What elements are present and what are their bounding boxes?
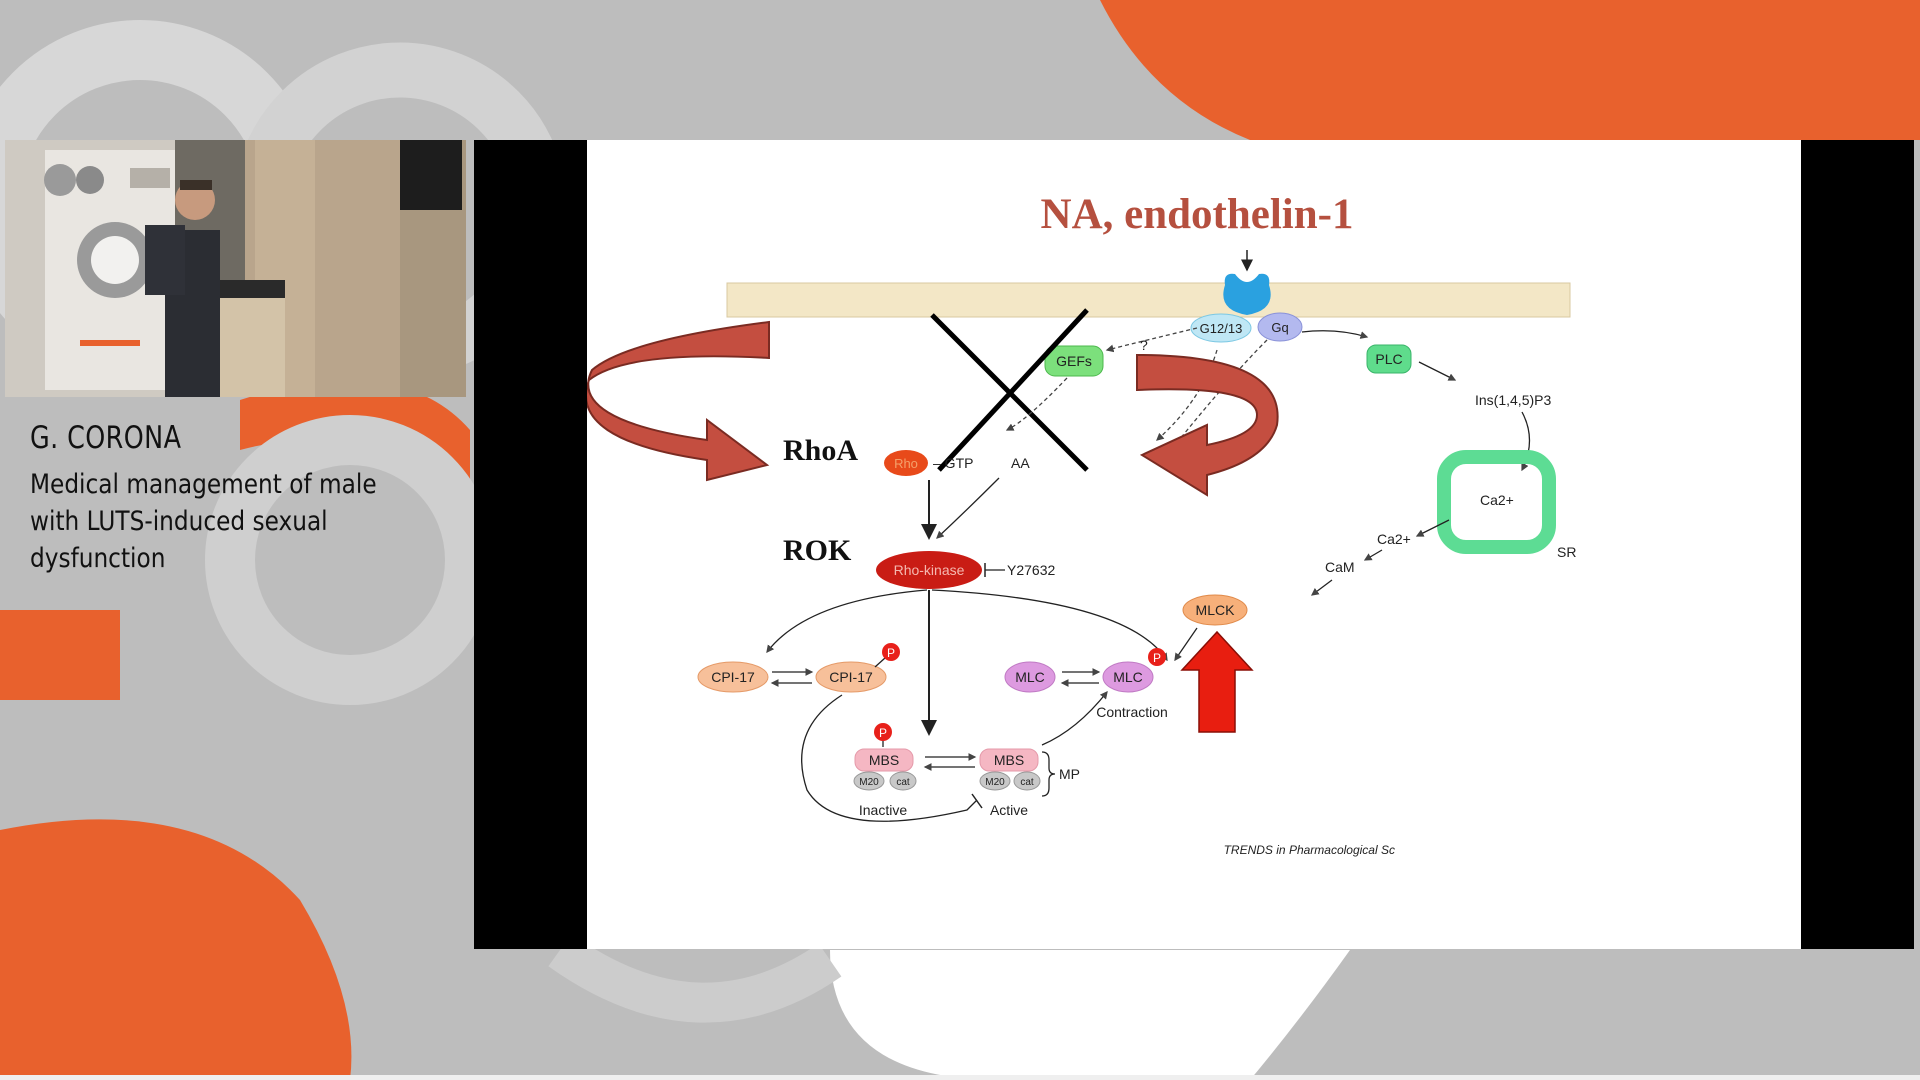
mbs-inactive-node (854, 748, 914, 772)
cpi17-label: CPI-17 (711, 669, 755, 685)
aa-label: AA (1011, 455, 1030, 471)
talk-title-line: dysfunction (30, 543, 166, 574)
sr-compartment (1437, 450, 1556, 554)
cpi17-phospho-node (815, 661, 887, 693)
talk-title-line: Medical management of male (30, 469, 377, 500)
phosphate-label: P (1153, 651, 1161, 665)
mbs-active-node (979, 748, 1039, 772)
phosphate-label: P (887, 646, 895, 660)
gefs-label: GEFs (1056, 353, 1092, 369)
arrow (936, 477, 1000, 539)
phosphate-badge (874, 723, 892, 741)
rho-label: Rho (894, 456, 918, 471)
gq-protein (1257, 312, 1303, 342)
arrow (1105, 327, 1198, 353)
gq-label: Gq (1271, 320, 1288, 335)
speaker-video (5, 140, 466, 397)
rok-label: ROK (783, 534, 852, 567)
arrow (1174, 627, 1198, 662)
inactive-label: Inactive (859, 802, 907, 818)
m20-node (979, 771, 1011, 791)
connector-line (874, 657, 886, 668)
active-label: Active (990, 802, 1028, 818)
y27632-label: Y27632 (1007, 562, 1055, 578)
arrow (1418, 361, 1457, 381)
ca-label: Ca2+ (1377, 531, 1411, 547)
arrow (1415, 519, 1450, 537)
mlck-label: MLCK (1196, 602, 1236, 618)
arrow (1363, 549, 1383, 561)
inhibit-curve (801, 694, 978, 822)
source-credit: TRENDS in Pharmacological Sc (1224, 843, 1395, 857)
shared-screen: NA, endothelin-1 G12/13 Gq GEFs ? PLC (474, 140, 1914, 949)
rhoa-label: RhoA (783, 434, 858, 467)
speaker-name: G. CORONA (30, 420, 182, 456)
sr-label: SR (1557, 544, 1576, 560)
cat-node (889, 771, 917, 791)
phosphate-badge (882, 643, 900, 661)
g1213-protein (1190, 313, 1252, 343)
increase-arrow-icon (1180, 630, 1254, 733)
mlc-label: MLC (1015, 669, 1045, 685)
inhibit-bar (971, 793, 983, 809)
g1213-label: G12/13 (1200, 321, 1243, 336)
presentation-slide: NA, endothelin-1 G12/13 Gq GEFs ? PLC (587, 140, 1801, 949)
mlck-node (1182, 594, 1248, 626)
cam-label: CaM (1325, 559, 1355, 575)
mlcp-label: MLC (1113, 669, 1143, 685)
mlc-phospho-node (1102, 661, 1154, 693)
arrow (766, 589, 928, 654)
cat-label: cat (1020, 777, 1034, 788)
receptor-icon (1223, 273, 1271, 315)
big-curved-arrow (1136, 353, 1279, 497)
ca-sr-label: Ca2+ (1480, 492, 1514, 508)
rho-kinase-node (876, 551, 982, 589)
speaker-info: G. CORONA Medical management of male wit… (30, 420, 430, 577)
m20-label: M20 (985, 777, 1005, 788)
brace (1041, 751, 1056, 797)
talk-title-line: with LUTS-induced sexual (30, 506, 328, 537)
big-curved-arrow (587, 320, 770, 482)
phosphate-label: P (879, 726, 887, 740)
mbs-inactive-label: MBS (869, 752, 899, 768)
arrow (1310, 579, 1333, 596)
question-label: ? (1140, 337, 1148, 353)
cell-membrane (726, 282, 1571, 318)
rho-node (884, 450, 928, 476)
plc-node (1366, 344, 1412, 374)
gtp-label: – GTP (933, 455, 973, 471)
talk-title: Medical management of male with LUTS-ind… (30, 466, 434, 577)
plc-label: PLC (1375, 351, 1402, 367)
cpi17-node (697, 661, 769, 693)
slide-heading: NA, endothelin-1 (1041, 191, 1354, 238)
m20-node (853, 771, 885, 791)
arrow (1041, 690, 1108, 746)
cat-label: cat (896, 777, 910, 788)
pathway-diagram: NA, endothelin-1 G12/13 Gq GEFs ? PLC (587, 191, 1576, 857)
contraction-label: Contraction (1096, 704, 1168, 720)
mlc-node (1004, 661, 1056, 693)
cpi17p-label: CPI-17 (829, 669, 873, 685)
cross-out-mark (937, 308, 1089, 472)
arrow (1005, 377, 1068, 431)
rho-kinase-label: Rho-kinase (894, 562, 965, 578)
gefs-node (1044, 345, 1104, 377)
m20-label: M20 (859, 777, 879, 788)
arrow (931, 589, 1168, 662)
arrow (1521, 411, 1531, 472)
phosphate-badge (1148, 648, 1166, 666)
mp-label: MP (1059, 766, 1080, 782)
arrow (1156, 349, 1218, 441)
cat-node (1013, 771, 1041, 791)
mbs-active-label: MBS (994, 752, 1024, 768)
ip3-label: Ins(1,4,5)P3 (1475, 392, 1551, 408)
arrow (1301, 330, 1369, 339)
